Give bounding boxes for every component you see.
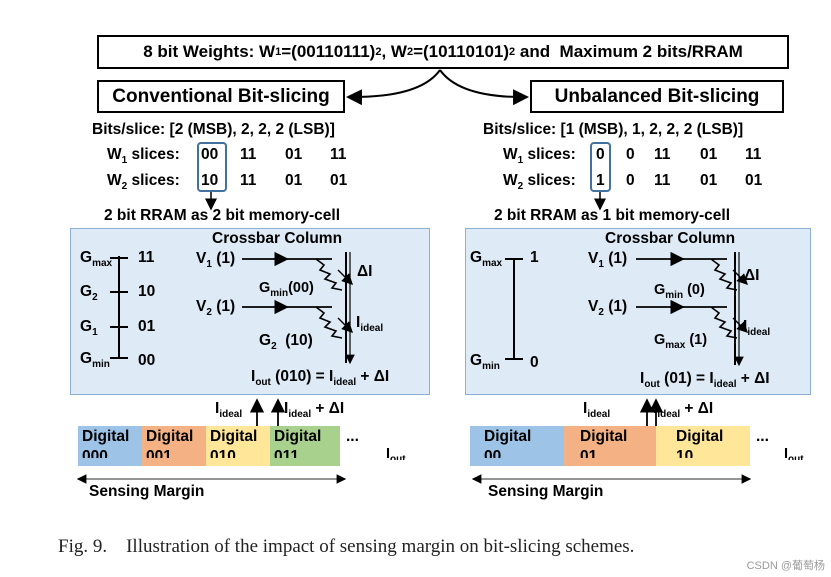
right-w2-slices-label: W2 slices:	[503, 172, 576, 193]
left-level-gmax-val: 11	[138, 249, 155, 266]
left-w1-slices-label: W1 slices:	[107, 146, 180, 167]
right-resistor-1	[710, 258, 738, 291]
left-level-g2-val: 10	[138, 283, 156, 300]
conventional-scheme-box: Conventional Bit-slicing	[97, 80, 345, 113]
right-crossbar-panel	[465, 228, 811, 395]
left-v2-label: V2 (1)	[196, 298, 236, 319]
right-w1-slice-0: 0	[596, 146, 605, 163]
left-arrow-i-ideal-delta: Iideal + ΔI	[284, 400, 345, 421]
left-w1-slice-1: 11	[240, 146, 257, 163]
split-arrow-left	[346, 69, 441, 106]
left-v1-label: V1 (1)	[196, 250, 236, 271]
left-w2-slice-1: 11	[240, 172, 257, 189]
left-rram-note: 2 bit RRAM as 2 bit memory-cell	[104, 207, 341, 224]
right-arrow-i-ideal: Iideal	[583, 400, 611, 421]
right-cell2-label: Gmax (1)	[654, 332, 708, 351]
figure-caption: Fig. 9. Illustration of the impact of se…	[58, 536, 635, 557]
right-arrow-i-ideal-delta: Iideal + ΔI	[653, 400, 714, 421]
left-level-gmin-val: 00	[138, 352, 156, 369]
right-rram-note: 2 bit RRAM as 1 bit memory-cell	[494, 207, 731, 224]
left-w1-slice-0: 00	[201, 146, 219, 163]
right-msb-selection	[590, 142, 611, 192]
left-crossbar-panel	[70, 228, 430, 395]
left-cell2-label: G2 (10)	[259, 332, 313, 353]
left-w1-slice-2: 01	[285, 146, 303, 163]
left-crossbar-title: Crossbar Column	[212, 230, 343, 247]
left-w2-slices-label: W2 slices:	[107, 172, 180, 193]
left-digital-ellipsis: ...	[346, 428, 359, 445]
split-arrow-right	[439, 69, 529, 106]
left-crossbar-drawing	[110, 251, 355, 365]
left-w1-slice-3: 11	[330, 146, 347, 163]
left-i-ideal: Iideal	[356, 314, 384, 335]
left-level-g2: G2	[80, 283, 98, 304]
right-level-gmax: Gmax	[470, 249, 503, 270]
left-msb-selection	[197, 142, 227, 192]
right-crossbar-drawing	[505, 251, 748, 367]
right-sensing-margin: Sensing Margin	[488, 483, 604, 500]
right-w1-slices-label: W1 slices:	[503, 146, 576, 167]
left-level-gmin: Gmin	[80, 350, 110, 371]
watermark: CSDN @葡萄杨	[746, 560, 825, 572]
right-bits-slice: Bits/slice: [1 (MSB), 1, 2, 2, 2 (LSB)]	[483, 121, 744, 138]
left-delta-i: ΔI	[357, 263, 373, 280]
left-sensing-margin: Sensing Margin	[89, 483, 205, 500]
right-w1-slice-2: 11	[654, 146, 671, 163]
right-w2-slice-2: 11	[654, 172, 671, 189]
right-w1-slice-1: 0	[626, 146, 635, 163]
right-cell1-label: Gmin (0)	[654, 282, 705, 301]
left-cell1-label: Gmin(00)	[259, 280, 314, 299]
left-w2-slice-3: 01	[330, 172, 348, 189]
left-arrow-i-ideal: Iideal	[215, 400, 243, 421]
right-v2-label: V2 (1)	[588, 298, 628, 319]
right-w1-slice-4: 11	[745, 146, 762, 163]
left-level-g1: G1	[80, 318, 98, 339]
left-w2-slice-2: 01	[285, 172, 303, 189]
right-iout-equation: Iout (01) = Iideal + ΔI	[640, 370, 770, 391]
right-digital-ellipsis: ...	[756, 428, 769, 445]
left-w2-slice-0: 10	[201, 172, 219, 189]
left-level-g1-val: 01	[138, 318, 156, 335]
right-v1-label: V1 (1)	[588, 250, 628, 271]
left-bits-slice: Bits/slice: [2 (MSB), 2, 2, 2 (LSB)]	[92, 121, 335, 138]
right-i-ideal: Iideal	[743, 318, 771, 339]
right-resistor-2	[710, 306, 738, 339]
left-resistor-1	[315, 258, 343, 291]
right-delta-i: ΔI	[744, 267, 760, 284]
right-crossbar-title: Crossbar Column	[605, 230, 736, 247]
right-level-gmax-val: 1	[530, 249, 539, 266]
right-w1-slice-3: 01	[700, 146, 718, 163]
right-level-gmin-val: 0	[530, 354, 539, 371]
right-iout-axis-label: Iout	[784, 446, 804, 460]
left-resistor-2	[315, 306, 343, 339]
right-w2-slice-0: 1	[596, 172, 605, 189]
unbalanced-scheme-box: Unbalanced Bit-slicing	[530, 80, 784, 113]
left-iout-axis-label: Iout	[386, 446, 406, 460]
left-iout-equation: Iout (010) = Iideal + ΔI	[251, 368, 390, 389]
right-level-gmin: Gmin	[470, 352, 500, 373]
right-w2-slice-1: 0	[626, 172, 635, 189]
left-level-gmax: Gmax	[80, 249, 113, 270]
right-w2-slice-4: 01	[745, 172, 763, 189]
right-w2-slice-3: 01	[700, 172, 718, 189]
